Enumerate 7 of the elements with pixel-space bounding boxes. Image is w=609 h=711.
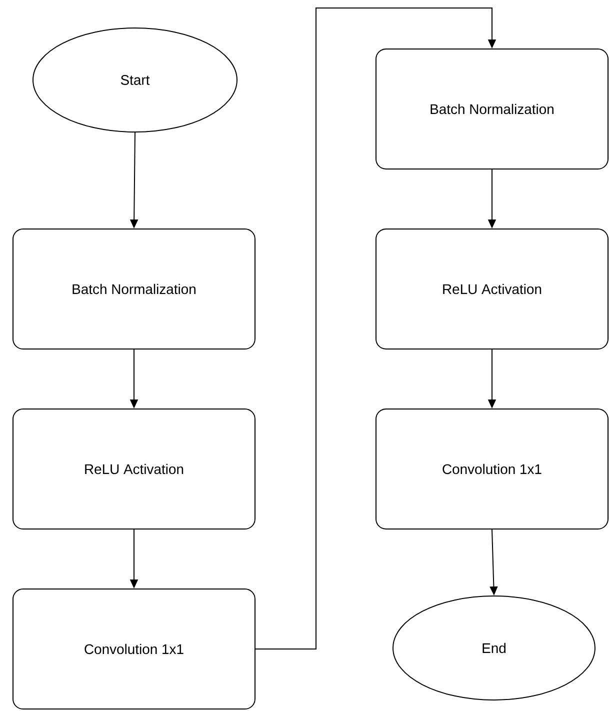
process-box: ReLU Activation bbox=[12, 408, 256, 530]
arrow bbox=[255, 8, 496, 650]
process-box: Batch Normalization bbox=[376, 48, 608, 170]
process-box: Convolution 1x1 bbox=[12, 588, 256, 710]
process-box: Batch Normalization bbox=[12, 228, 256, 350]
process-box: ReLU Activation bbox=[376, 228, 608, 350]
process-box: Convolution 1x1 bbox=[376, 408, 608, 530]
